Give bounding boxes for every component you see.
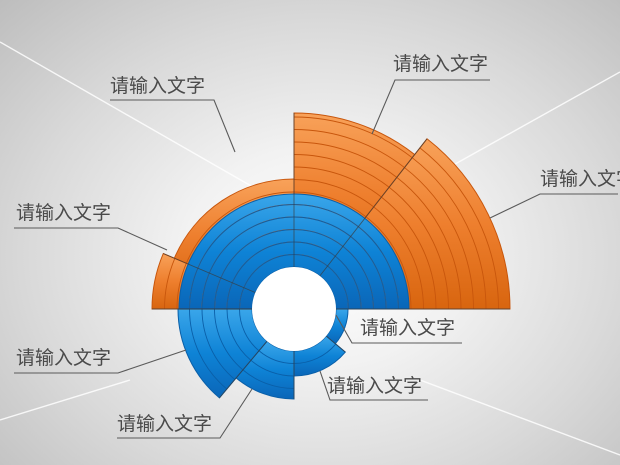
label-top-left[interactable]: 请输入文字 — [110, 75, 206, 97]
leader-line — [14, 227, 168, 251]
leader-line — [14, 349, 187, 374]
label-right[interactable]: 请输入文字 — [540, 168, 620, 190]
ring-line — [293, 179, 375, 208]
background-ray — [0, 41, 301, 215]
leader-line — [117, 388, 253, 439]
leader-line — [319, 370, 428, 401]
label-top-right[interactable]: 请输入文字 — [393, 53, 489, 75]
label-left-lower[interactable]: 请输入文字 — [16, 347, 112, 369]
ring-line — [250, 359, 295, 377]
ring-line — [373, 206, 424, 310]
ring-line — [201, 308, 236, 380]
radial-divider — [325, 335, 346, 353]
ring-line — [404, 167, 474, 310]
ring-line — [214, 308, 244, 371]
label-bottom-left[interactable]: 请输入文字 — [117, 413, 213, 435]
ring-line — [242, 369, 295, 389]
leader-line — [335, 314, 462, 344]
ring-line — [185, 191, 295, 264]
radial-divider — [219, 340, 268, 399]
ring-line — [293, 141, 398, 178]
ring-line — [396, 177, 462, 310]
ring-line — [411, 157, 487, 310]
label-bottom-center[interactable]: 请输入文字 — [327, 375, 423, 397]
ring-line — [293, 166, 382, 198]
background-ray — [0, 379, 131, 421]
ring-line — [258, 350, 295, 364]
ring-line — [293, 191, 367, 218]
ring-line — [189, 308, 228, 390]
ring-line — [388, 186, 449, 310]
label-left-upper[interactable]: 请输入文字 — [16, 202, 112, 224]
label-center-right[interactable]: 请输入文字 — [360, 317, 456, 339]
ring-line — [293, 154, 390, 188]
leader-lines-group — [14, 79, 618, 439]
center-hole — [252, 267, 336, 351]
radial-divider — [319, 138, 428, 277]
ring-line — [239, 308, 260, 352]
leader-line — [371, 79, 490, 135]
ring-line — [293, 116, 413, 159]
background-ray — [419, 379, 620, 456]
ring-lines-group — [152, 113, 510, 399]
ring-line — [164, 258, 176, 310]
sector-group — [151, 112, 511, 400]
leader-line — [110, 99, 236, 153]
ring-line — [176, 263, 187, 310]
ring-line — [293, 343, 337, 364]
ring-line — [365, 216, 412, 310]
ring-line — [381, 196, 437, 310]
leader-line — [489, 193, 618, 219]
ring-line — [293, 129, 405, 168]
ring-line — [419, 147, 499, 310]
ring-line — [226, 308, 252, 361]
radial-divider — [163, 253, 256, 294]
